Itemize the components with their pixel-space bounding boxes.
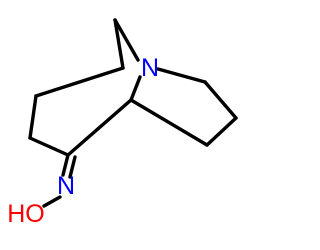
atom-label-n1: N — [141, 54, 159, 82]
bond-c6-n1 — [129, 75, 142, 102]
atom-label-n11: N — [57, 172, 75, 200]
oxime-bicyclic-structure: N N HO — [7, 18, 238, 228]
bond-c2-c3 — [34, 66, 125, 98]
bond-c5-n11-b — [68, 155, 77, 179]
bond-n1-c10 — [113, 18, 140, 62]
bond-c4-c5 — [28, 136, 70, 157]
bond-c5-c6 — [66, 98, 133, 157]
bond-n1-c9 — [156, 67, 207, 84]
bond-c9-c8 — [203, 80, 238, 120]
bond-c5-n11-a — [61, 153, 70, 177]
atom-label-o12: HO — [7, 200, 45, 228]
bond-c8-c7 — [205, 116, 238, 147]
bond-c3-c4 — [28, 94, 38, 140]
bond-c10-c2 — [113, 18, 125, 70]
bond-n11-o12 — [42, 195, 62, 208]
bond-c7-c6 — [129, 98, 209, 147]
